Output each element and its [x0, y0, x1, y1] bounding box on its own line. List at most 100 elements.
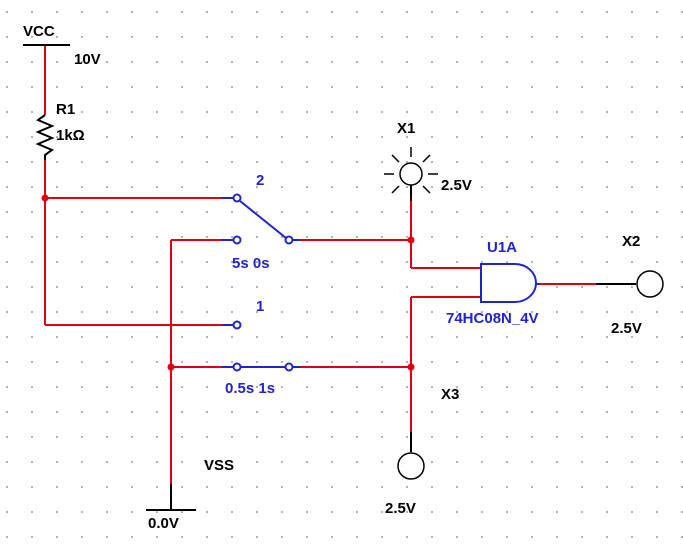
grid-dot: [631, 161, 633, 163]
grid-dot: [31, 461, 33, 463]
grid-dot: [31, 386, 33, 388]
switch-upper[interactable]: [222, 193, 300, 245]
grid-dot: [531, 311, 533, 313]
grid-dot: [281, 261, 283, 263]
grid-dot: [506, 461, 508, 463]
switch-lower[interactable]: [222, 320, 300, 372]
grid-dot: [31, 111, 33, 113]
grid-dot: [506, 386, 508, 388]
grid-dot: [481, 461, 483, 463]
grid-dot: [431, 11, 433, 13]
grid-dot: [156, 511, 158, 513]
probe-x1-ref: X1: [397, 120, 415, 137]
grid-dot: [531, 161, 533, 163]
grid-dot: [131, 536, 133, 538]
grid-dot: [481, 511, 483, 513]
grid-dot: [81, 461, 83, 463]
grid-dot: [56, 536, 58, 538]
grid-dot: [581, 386, 583, 388]
resistor-r1[interactable]: R1 1kΩ: [35, 80, 85, 160]
grid-dot: [6, 461, 8, 463]
grid-dot: [656, 11, 658, 13]
grid-dot: [81, 261, 83, 263]
grid-dot: [431, 386, 433, 388]
probe-x2[interactable]: X2 2.5V: [596, 233, 664, 337]
grid-dot: [456, 486, 458, 488]
grid-dot: [31, 161, 33, 163]
grid-dot: [481, 386, 483, 388]
grid-dot: [381, 336, 383, 338]
grid-dot: [106, 436, 108, 438]
grid-dot: [306, 386, 308, 388]
grid-dot: [381, 36, 383, 38]
grid-dot: [381, 311, 383, 313]
grid-dot: [531, 386, 533, 388]
grid-dot: [581, 436, 583, 438]
grid-dot: [456, 161, 458, 163]
grid-dot: [81, 111, 83, 113]
grid-dot: [581, 411, 583, 413]
grid-dot: [356, 536, 358, 538]
resistor-value: 1kΩ: [56, 127, 85, 144]
grid-dot: [656, 236, 658, 238]
grid-dot: [56, 361, 58, 363]
grid-dot: [581, 311, 583, 313]
grid-dot: [331, 336, 333, 338]
probe-x3[interactable]: X3 2.5V: [385, 386, 459, 517]
grid-dot: [531, 36, 533, 38]
grid-dot: [56, 261, 58, 263]
grid-dot: [506, 36, 508, 38]
grid-dot: [306, 436, 308, 438]
grid-dot: [56, 236, 58, 238]
grid-dot: [156, 311, 158, 313]
grid-dot: [306, 336, 308, 338]
grid-dot: [606, 286, 608, 288]
grid-dot: [356, 61, 358, 63]
grid-dot: [231, 311, 233, 313]
grid-dot: [206, 436, 208, 438]
grid-dot: [56, 186, 58, 188]
switch-contact: [232, 362, 242, 372]
grid-dot: [131, 461, 133, 463]
resistor-ref: R1: [56, 101, 75, 118]
grid-dot: [331, 511, 333, 513]
vcc-supply[interactable]: VCC 10V: [23, 23, 101, 68]
grid-dot: [556, 186, 558, 188]
vss-ground[interactable]: VSS 0.0V: [146, 457, 234, 532]
grid-dot: [556, 311, 558, 313]
grid-dot: [106, 211, 108, 213]
grid-dot: [156, 536, 158, 538]
and-gate-u1a[interactable]: U1A 74HC08N_4V: [446, 239, 540, 327]
grid-dot: [431, 261, 433, 263]
grid-dot: [56, 461, 58, 463]
grid-dot: [356, 111, 358, 113]
grid-dot: [331, 461, 333, 463]
grid-dot: [206, 536, 208, 538]
grid-dot: [431, 311, 433, 313]
grid-dot: [206, 311, 208, 313]
grid-dot: [281, 186, 283, 188]
grid-dot: [256, 536, 258, 538]
grid-dot: [656, 211, 658, 213]
grid-dot: [231, 336, 233, 338]
grid-dot: [106, 461, 108, 463]
grid-dot: [231, 386, 233, 388]
grid-dot: [481, 336, 483, 338]
probe-x1[interactable]: X1 2.5V: [384, 120, 472, 201]
grid-dot: [531, 136, 533, 138]
grid-dot: [606, 136, 608, 138]
grid-dot: [31, 311, 33, 313]
grid-dot: [606, 411, 608, 413]
grid-dot: [181, 11, 183, 13]
grid-dot: [81, 386, 83, 388]
grid-dot: [256, 36, 258, 38]
grid-dot: [256, 411, 258, 413]
grid-dot: [331, 361, 333, 363]
grid-dot: [356, 411, 358, 413]
grid-dot: [506, 511, 508, 513]
grid-dot: [156, 111, 158, 113]
grid-dot: [656, 186, 658, 188]
grid-dot: [406, 286, 408, 288]
grid-dot: [506, 86, 508, 88]
grid-dot: [356, 336, 358, 338]
